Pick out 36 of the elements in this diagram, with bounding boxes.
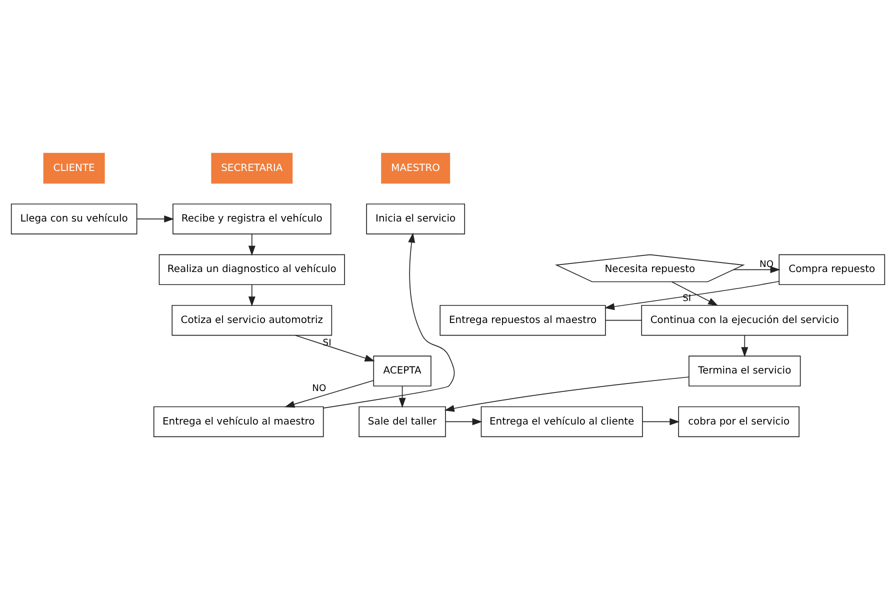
edge-label: NO [312, 383, 326, 394]
arrow [136, 214, 174, 222]
node-box: CLIENTE [43, 152, 105, 184]
arrow [445, 418, 482, 425]
edge-label: NO [760, 259, 774, 270]
edge-label: SI [322, 338, 332, 348]
node-box: MAESTRO [381, 152, 450, 184]
node-box: Termina el servicio [688, 355, 801, 386]
connector [605, 319, 642, 320]
node-box: Inicia el servicio [366, 203, 466, 234]
node-box: Recibe y registra el vehículo [172, 203, 332, 234]
node-box: Realiza un diagnostico al vehículo [158, 254, 345, 285]
arrow [248, 233, 256, 256]
arrow [284, 380, 374, 408]
arrow [741, 334, 748, 357]
node-box: Sale del taller [358, 406, 446, 437]
arrow [323, 232, 455, 408]
arrow [398, 385, 406, 408]
node-box: Entrega el vehículo al cliente [480, 406, 643, 437]
arrow [248, 284, 256, 306]
arrow [294, 334, 375, 361]
edge-label: SI [682, 293, 692, 304]
arrow [642, 418, 680, 425]
node-box: Entrega el vehículo al maestro [153, 406, 324, 437]
node-box: cobra por el servicio [678, 406, 800, 437]
node-box: SECRETARIA [211, 152, 293, 184]
node-box: Entrega repuestos al maestro [440, 304, 606, 336]
arrow [604, 280, 780, 310]
node-box: Llega con su vehículo [10, 203, 138, 234]
node-box: Compra repuesto [778, 254, 886, 285]
node-box: ACEPTA [373, 355, 432, 386]
node-box: Cotiza el servicio automotriz [172, 304, 332, 336]
arrow [671, 280, 718, 306]
arrow [444, 376, 690, 412]
node-box: Continua con la ejecución del servicio [641, 304, 848, 336]
arrow [733, 266, 780, 273]
